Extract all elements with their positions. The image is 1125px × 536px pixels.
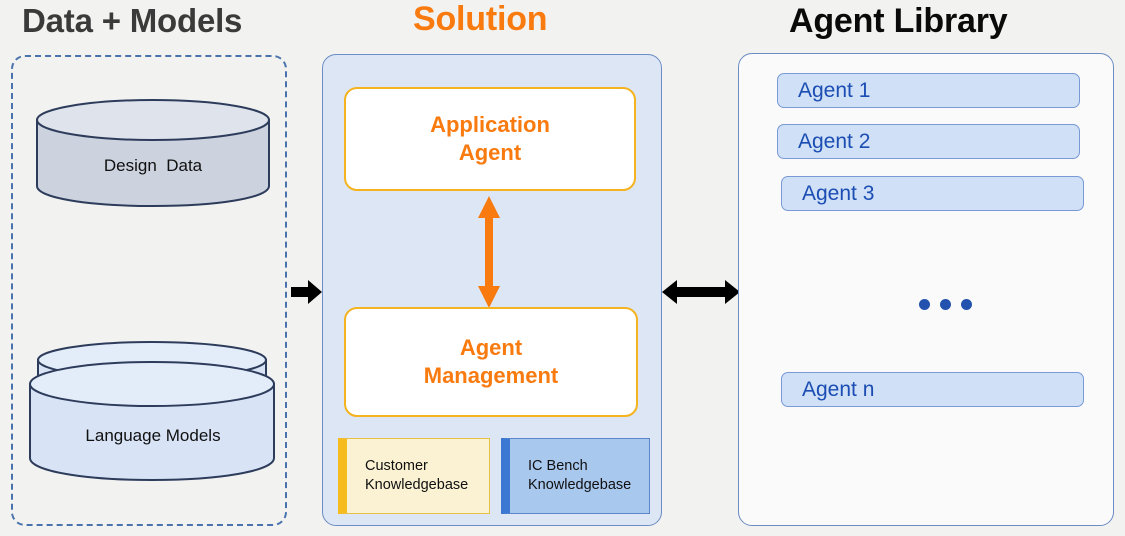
box-customer-knowledgebase[interactable]: Customer Knowledgebase — [338, 438, 490, 514]
agent-library-item-1-label: Agent 1 — [798, 78, 871, 102]
datastore-design-data: Design Data — [35, 98, 271, 208]
cylinder-icon — [36, 99, 270, 208]
application-agent-line2: Agent — [458, 140, 522, 165]
agent-library-ellipsis-icon — [919, 299, 972, 310]
datastore-design-data-label: Design Data — [103, 156, 203, 175]
ic-bench-kb-line1: IC Bench — [528, 457, 588, 474]
ellipsis-dot-1 — [919, 299, 930, 310]
ic-bench-knowledgebase-label: IC Bench Knowledgebase — [528, 457, 631, 496]
agent-library-item-n-label: Agent n — [802, 377, 875, 401]
panel-data-models — [11, 55, 287, 526]
ellipsis-dot-3 — [961, 299, 972, 310]
page-title-solution: Solution — [413, 0, 548, 38]
application-agent-line1: Application — [430, 111, 550, 137]
customer-knowledgebase-label: Customer Knowledgebase — [365, 457, 468, 496]
agent-library-item-2-label: Agent 2 — [798, 129, 871, 153]
page-title-data-models: Data + Models — [22, 2, 243, 39]
datastore-language-models: Language Models — [28, 360, 278, 485]
arrow-bidirectional-agents-icon — [472, 196, 506, 308]
ic-bench-kb-line2: Knowledgebase — [528, 477, 632, 493]
box-ic-bench-knowledgebase[interactable]: IC Bench Knowledgebase — [501, 438, 650, 514]
agent-library-item-3[interactable]: Agent 3 — [781, 176, 1084, 211]
agent-library-item-n[interactable]: Agent n — [781, 372, 1084, 407]
agent-library-item-1[interactable]: Agent 1 — [777, 73, 1080, 108]
datastore-language-models-label: Language Models — [85, 426, 221, 445]
box-application-agent[interactable]: Application Agent — [344, 87, 636, 191]
box-application-agent-label: Application Agent — [430, 111, 550, 167]
page-title-agent-library: Agent Library — [789, 2, 1008, 40]
box-agent-management[interactable]: Agent Management — [344, 307, 638, 417]
customer-kb-line2: Knowledgebase — [365, 477, 469, 493]
ellipsis-dot-2 — [940, 299, 951, 310]
agent-management-line2: Management — [423, 363, 559, 388]
agent-management-line1: Agent — [459, 334, 523, 360]
arrow-data-to-solution-icon — [291, 277, 323, 307]
box-agent-management-label: Agent Management — [424, 334, 558, 390]
cylinder-icon — [29, 361, 275, 482]
agent-library-item-2[interactable]: Agent 2 — [777, 124, 1080, 159]
agent-library-item-3-label: Agent 3 — [802, 181, 875, 205]
customer-kb-line1: Customer — [365, 457, 428, 474]
arrow-solution-to-library-icon — [662, 277, 740, 307]
